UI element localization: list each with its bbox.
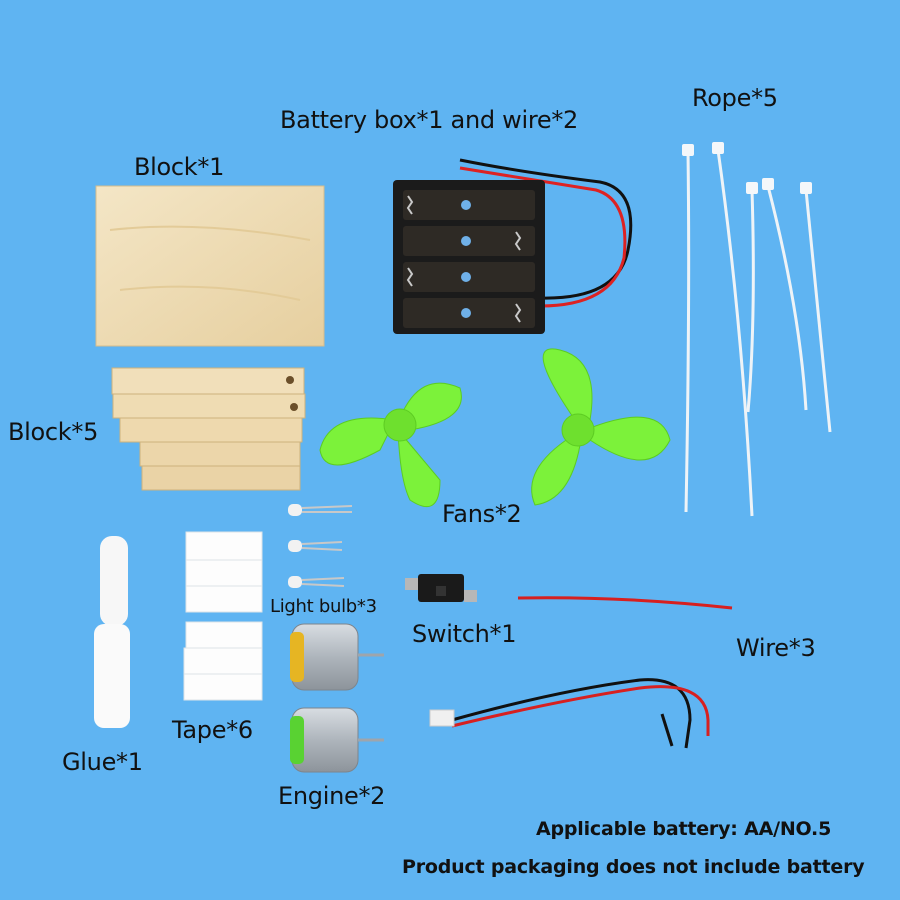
label-engine: Engine*2 bbox=[278, 782, 386, 810]
label-light-bulb: Light bulb*3 bbox=[270, 596, 377, 617]
cable-ties bbox=[684, 149, 832, 517]
tape-pads bbox=[183, 531, 263, 701]
switch bbox=[405, 574, 477, 602]
fan-right bbox=[531, 348, 671, 506]
motor-top bbox=[290, 623, 384, 691]
label-wire: Wire*3 bbox=[736, 634, 816, 662]
leds bbox=[288, 504, 353, 588]
motor-bottom bbox=[290, 707, 384, 773]
label-block5: Block*5 bbox=[8, 418, 99, 446]
label-battery-box: Battery box*1 and wire*2 bbox=[280, 106, 578, 134]
wood-board bbox=[95, 185, 325, 347]
wires bbox=[429, 596, 733, 749]
label-rope: Rope*5 bbox=[692, 84, 778, 112]
label-block1: Block*1 bbox=[134, 153, 225, 181]
glue-tube bbox=[94, 536, 130, 728]
battery-box bbox=[393, 158, 633, 334]
label-glue: Glue*1 bbox=[62, 748, 143, 776]
label-switch: Switch*1 bbox=[412, 620, 517, 648]
note-applicable-battery: Applicable battery: AA/NO.5 bbox=[536, 818, 832, 840]
label-fans: Fans*2 bbox=[442, 500, 522, 528]
fan-left bbox=[319, 382, 462, 508]
wood-sticks bbox=[111, 367, 306, 491]
label-tape: Tape*6 bbox=[172, 716, 253, 744]
note-packaging: Product packaging does not include batte… bbox=[402, 856, 865, 878]
cable-tie-heads bbox=[682, 142, 812, 194]
